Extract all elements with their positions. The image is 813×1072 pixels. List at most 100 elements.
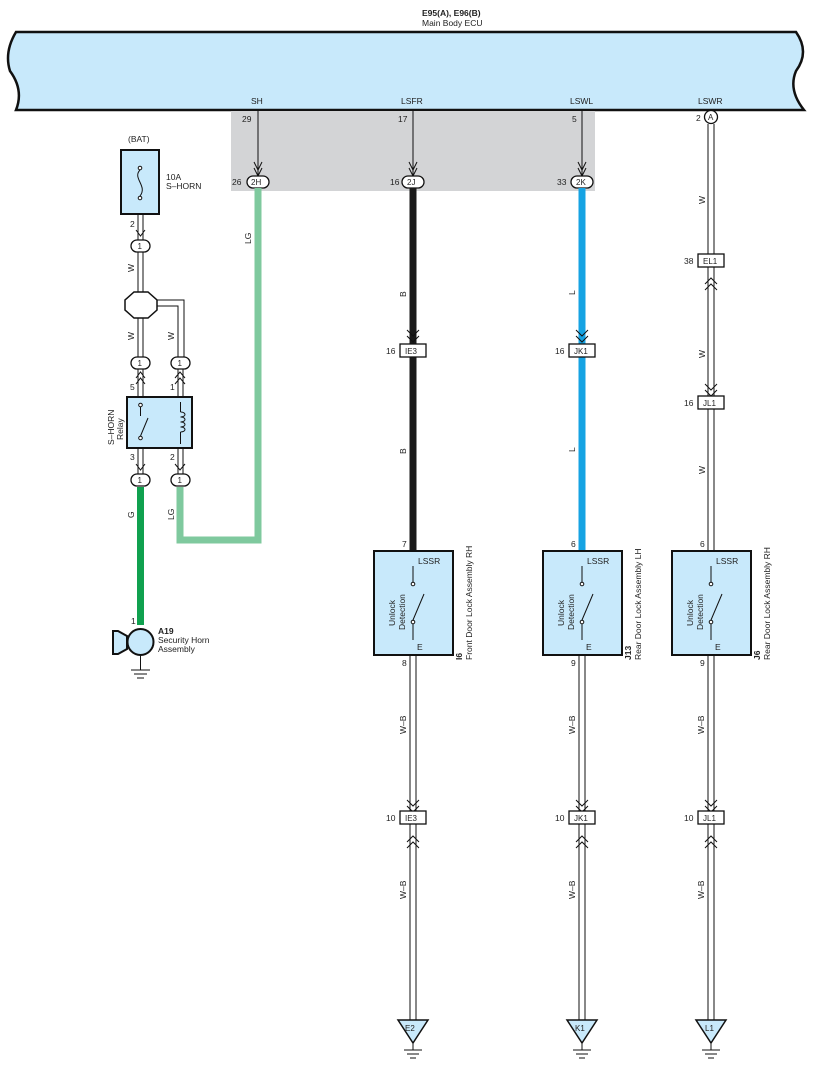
fr-unlock: Unlock [387, 599, 397, 626]
terminal-lswl: LSWL [570, 96, 593, 106]
wire-label-wb-rl2: W–B [567, 880, 577, 899]
ground-icon-l1: L1 [694, 1019, 728, 1059]
wire-label-lg-relay: LG [166, 509, 176, 520]
wire-label-w-rr2: W [697, 350, 707, 358]
rr-bot-pin: 9 [700, 658, 705, 668]
wire-label-wb-rr1: W–B [696, 715, 706, 734]
lswr-circuit: 2 A W 38 EL1 W 16 JL1 W 6 LSSR E [671, 109, 772, 1059]
horn-pin: 1 [131, 616, 136, 626]
connector-a: A [703, 109, 719, 125]
ground-icon-k1: K1 [565, 1019, 599, 1059]
horn-icon [112, 628, 155, 656]
ecu-name: Main Body ECU [422, 18, 482, 28]
lswl-pin: 5 [572, 114, 577, 124]
rr-e: E [715, 642, 721, 652]
el1-pin38: 38 [684, 256, 694, 266]
rl-name: Rear Door Lock Assembly LH [633, 549, 643, 661]
connector-jk1-upper: JK1 [568, 343, 596, 358]
svg-text:IE3: IE3 [405, 814, 418, 823]
connector-ie3-lower: IE3 [399, 810, 427, 825]
fr-bot-pin: 8 [402, 658, 407, 668]
lswl-circuit: 5 33 2K L 16 JK1 L 6 LSSR E [542, 110, 643, 1059]
svg-text:1: 1 [178, 359, 183, 368]
connector-2h: 2H [246, 175, 270, 189]
wire-label-l2: L [567, 447, 577, 452]
rr-lssr: LSSR [716, 556, 738, 566]
power-section: (BAT) 10A S–HORN 2 [106, 134, 210, 679]
svg-text:K1: K1 [575, 1024, 585, 1033]
lswr-pin: 2 [696, 113, 701, 123]
fr-lssr: LSSR [418, 556, 440, 566]
switch-icon-rr [708, 566, 723, 640]
svg-text:JL1: JL1 [703, 399, 716, 408]
terminal-lswr: LSWR [698, 96, 723, 106]
connector-2k: 2K [570, 175, 594, 189]
terminal-lsfr: LSFR [401, 96, 423, 106]
wire-label-w1: W [126, 264, 136, 272]
rr-top-pin: 6 [700, 539, 705, 549]
fuse-icon [137, 165, 143, 201]
wire-label-b1: B [398, 291, 408, 297]
svg-text:EL1: EL1 [703, 257, 718, 266]
svg-text:2H: 2H [251, 178, 261, 187]
svg-text:IE3: IE3 [405, 347, 418, 356]
svg-text:JK1: JK1 [574, 814, 588, 823]
wire-label-l1: L [567, 290, 577, 295]
junction-icon [124, 291, 158, 319]
relay-pin1: 1 [170, 382, 175, 392]
connector-1-relay2: 1 [170, 473, 191, 487]
rr-unlock: Unlock [685, 599, 695, 626]
ground-icon-e2: E2 [396, 1019, 430, 1059]
lsfr-b-pin: 16 [390, 177, 400, 187]
svg-text:L1: L1 [705, 1024, 714, 1033]
fuse-pin: 2 [130, 219, 135, 229]
connector-1-relay5: 1 [130, 356, 151, 370]
rr-code: J6 [752, 650, 762, 660]
switch-icon-rl [579, 566, 594, 640]
svg-text:JK1: JK1 [574, 347, 588, 356]
ground-icon-horn [131, 655, 150, 679]
horn-code: A19 [158, 626, 174, 636]
svg-text:1: 1 [178, 476, 183, 485]
fr-e: E [417, 642, 423, 652]
terminal-sh: SH [251, 96, 263, 106]
sh-circuit: 29 26 2H LG [176, 110, 270, 544]
connector-1-relay1: 1 [170, 356, 191, 370]
lswl-b-pin: 33 [557, 177, 567, 187]
rl-e: E [586, 642, 592, 652]
svg-text:E2: E2 [405, 1024, 415, 1033]
connector-ie3-upper: IE3 [399, 343, 427, 358]
rr-name: Rear Door Lock Assembly RH [762, 547, 772, 660]
connector-el1: EL1 [697, 253, 725, 268]
relay-name2: Relay [115, 418, 125, 440]
relay-pin2: 2 [170, 452, 175, 462]
wire-label-w2: W [126, 332, 136, 340]
lsfr-pin: 17 [398, 114, 408, 124]
relay-name: S–HORN [106, 410, 116, 445]
jl1-pin10: 10 [684, 813, 694, 823]
wire-label-w-rr1: W [697, 196, 707, 204]
wire-lg [176, 188, 262, 544]
fr-top-pin: 7 [402, 539, 407, 549]
svg-text:2J: 2J [407, 178, 415, 187]
rl-top-pin: 6 [571, 539, 576, 549]
fr-name: Front Door Lock Assembly RH [464, 546, 474, 660]
sh-pin: 29 [242, 114, 252, 124]
svg-text:2K: 2K [576, 178, 586, 187]
wire-label-w3: W [166, 332, 176, 340]
rr-detection: Detection [695, 594, 705, 630]
ecu-body [6, 30, 807, 112]
connector-jk1-lower: JK1 [568, 810, 596, 825]
rl-detection: Detection [566, 594, 576, 630]
connector-jl1-lower: JL1 [697, 810, 725, 825]
rl-lssr: LSSR [587, 556, 609, 566]
ecu-code: E95(A), E96(B) [422, 8, 481, 18]
wire-label-wb-fr1: W–B [398, 715, 408, 734]
rl-unlock: Unlock [556, 599, 566, 626]
wire-label-wb-rl1: W–B [567, 715, 577, 734]
fuse-name: S–HORN [166, 181, 201, 191]
connector-2j: 2J [401, 175, 425, 189]
jl1-pin16: 16 [684, 398, 694, 408]
wire-label-wb-fr2: W–B [398, 880, 408, 899]
